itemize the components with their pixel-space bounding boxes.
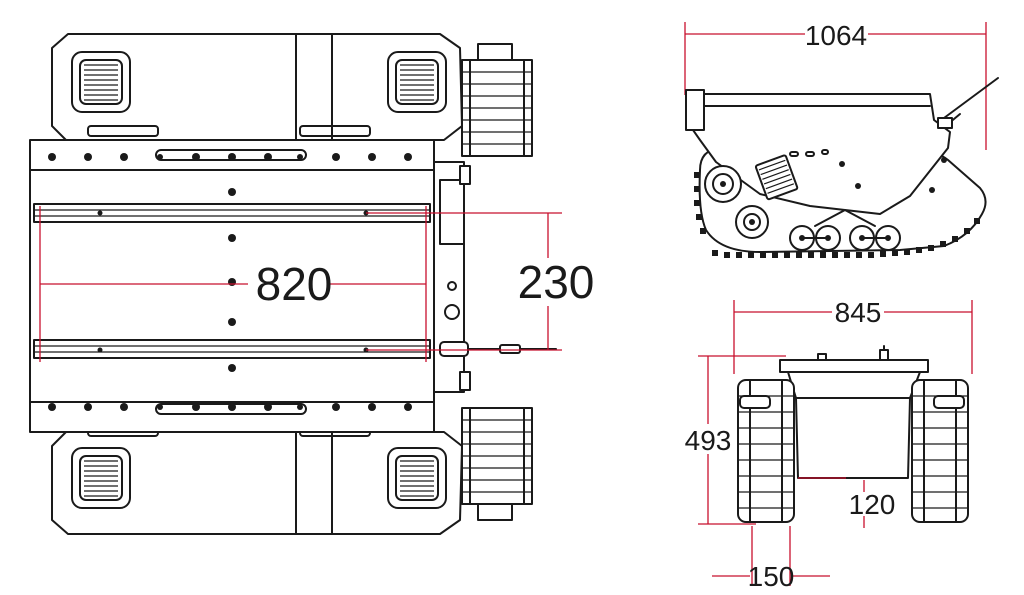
vent-grille bbox=[387, 447, 447, 509]
dimension-label-230: 230 bbox=[518, 256, 595, 308]
bolt-holes bbox=[48, 153, 412, 411]
vent-grille bbox=[71, 51, 131, 113]
dimension-width: 845 bbox=[733, 297, 973, 374]
front-view: 845 493 bbox=[685, 297, 973, 592]
side-view: 1064 bbox=[684, 20, 999, 258]
right-track bbox=[911, 379, 969, 523]
dimension-label-120: 120 bbox=[849, 489, 896, 520]
dimension-label-493: 493 bbox=[685, 425, 732, 456]
track-teeth bbox=[694, 172, 980, 258]
idler-wheel bbox=[735, 205, 769, 239]
track-segment-bottom bbox=[461, 407, 533, 521]
side-grille bbox=[754, 154, 799, 201]
mounting-rail bbox=[33, 203, 431, 223]
antenna bbox=[937, 77, 999, 129]
dimension-rail-spacing: 230 bbox=[366, 212, 595, 351]
dimension-label-150: 150 bbox=[748, 561, 795, 592]
dimension-label-845: 845 bbox=[835, 297, 882, 328]
antenna-cable bbox=[439, 341, 557, 357]
dimension-label-1064: 1064 bbox=[805, 20, 867, 51]
side-body bbox=[685, 93, 951, 215]
vent-grille bbox=[387, 51, 447, 113]
drive-wheel bbox=[704, 165, 742, 203]
left-track bbox=[737, 379, 795, 523]
dimension-track-width: 150 bbox=[712, 526, 830, 592]
top-view: 820 230 bbox=[29, 33, 595, 535]
dimension-height: 493 bbox=[685, 355, 786, 525]
front-deck bbox=[779, 359, 929, 373]
dimension-length: 1064 bbox=[684, 20, 987, 150]
dimension-label-820: 820 bbox=[256, 258, 333, 310]
rear-connector-panel bbox=[433, 161, 471, 393]
dimension-ground-clearance: 120 bbox=[798, 477, 896, 528]
front-body bbox=[787, 371, 921, 479]
mounting-rail bbox=[33, 339, 431, 359]
dimension-track-span: 820 bbox=[39, 206, 427, 362]
track-segment-top bbox=[461, 43, 533, 157]
vent-grille bbox=[71, 447, 131, 509]
